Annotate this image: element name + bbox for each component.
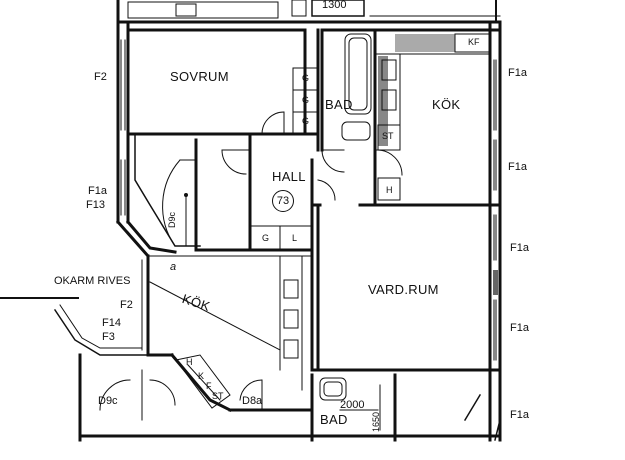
fixture-label-h-top: H — [386, 185, 393, 195]
window-code-f2-top: F2 — [94, 71, 107, 83]
right-exterior-wall — [488, 20, 502, 442]
room-label-hall: HALL — [272, 169, 306, 184]
lower-kitchen — [141, 254, 313, 413]
window-code-f14: F14 — [102, 317, 121, 329]
window-code-f1a-left: F1a — [88, 185, 107, 197]
door-code-d9c-left: D9c — [167, 211, 177, 228]
fixture-label-g-hall: G — [262, 233, 270, 243]
top-strip — [116, 0, 502, 24]
window-code-f13: F13 — [86, 199, 105, 211]
room-label-sovrum: SOVRUM — [170, 69, 229, 84]
door-code-d9c-bottom: D9c — [98, 395, 118, 407]
door-code-d8a: D8a — [242, 395, 263, 407]
upper-interior-walls — [248, 28, 377, 207]
dimension-bottom-width: 2000 — [340, 399, 365, 411]
fixture-label-kf: KF — [468, 37, 480, 47]
room-label-bad-bottom: BAD — [320, 412, 348, 427]
hall-walls — [194, 132, 336, 252]
dimension-bottom-depth: 1650 — [371, 411, 381, 432]
room-label-vardrum: VARD.RUM — [368, 282, 439, 297]
fixture-label-st-bottom: ST — [212, 391, 224, 401]
unit-number-badge: 73 — [272, 190, 294, 212]
bay-window — [115, 133, 201, 259]
upper-kitchen — [358, 28, 502, 207]
fixture-label-st-top: ST — [382, 131, 394, 141]
fixture-label-g-1: G — [302, 73, 310, 83]
bottom-area — [0, 297, 502, 442]
window-code-f1a-right-2: F1a — [508, 161, 527, 173]
fixture-label-f-bottom: F — [206, 381, 212, 391]
dimension-top: 1300 — [322, 0, 347, 11]
note-a-mark: a — [170, 261, 177, 273]
note-skarm-rives: OKARM RIVES — [54, 275, 131, 287]
room-label-bad-top: BAD — [325, 97, 353, 112]
left-exterior-wall — [116, 20, 307, 224]
fixture-label-g-3: G — [302, 116, 310, 126]
fixture-label-l-hall: L — [292, 233, 298, 243]
fixture-label-h-bottom: H — [186, 357, 193, 367]
window-code-f3: F3 — [102, 331, 115, 343]
window-code-f2-mid: F2 — [120, 299, 133, 311]
room-label-kok-top: KÖK — [432, 97, 461, 112]
window-code-f1a-right-4: F1a — [510, 322, 529, 334]
fixture-label-k-bottom: K — [198, 371, 205, 381]
fixture-label-g-2: G — [302, 95, 310, 105]
window-code-f1a-right-3: F1a — [510, 242, 529, 254]
window-code-f1a-right-5: F1a — [510, 409, 529, 421]
window-code-f1a-right-1: F1a — [508, 67, 527, 79]
living-room-walls — [310, 203, 502, 372]
